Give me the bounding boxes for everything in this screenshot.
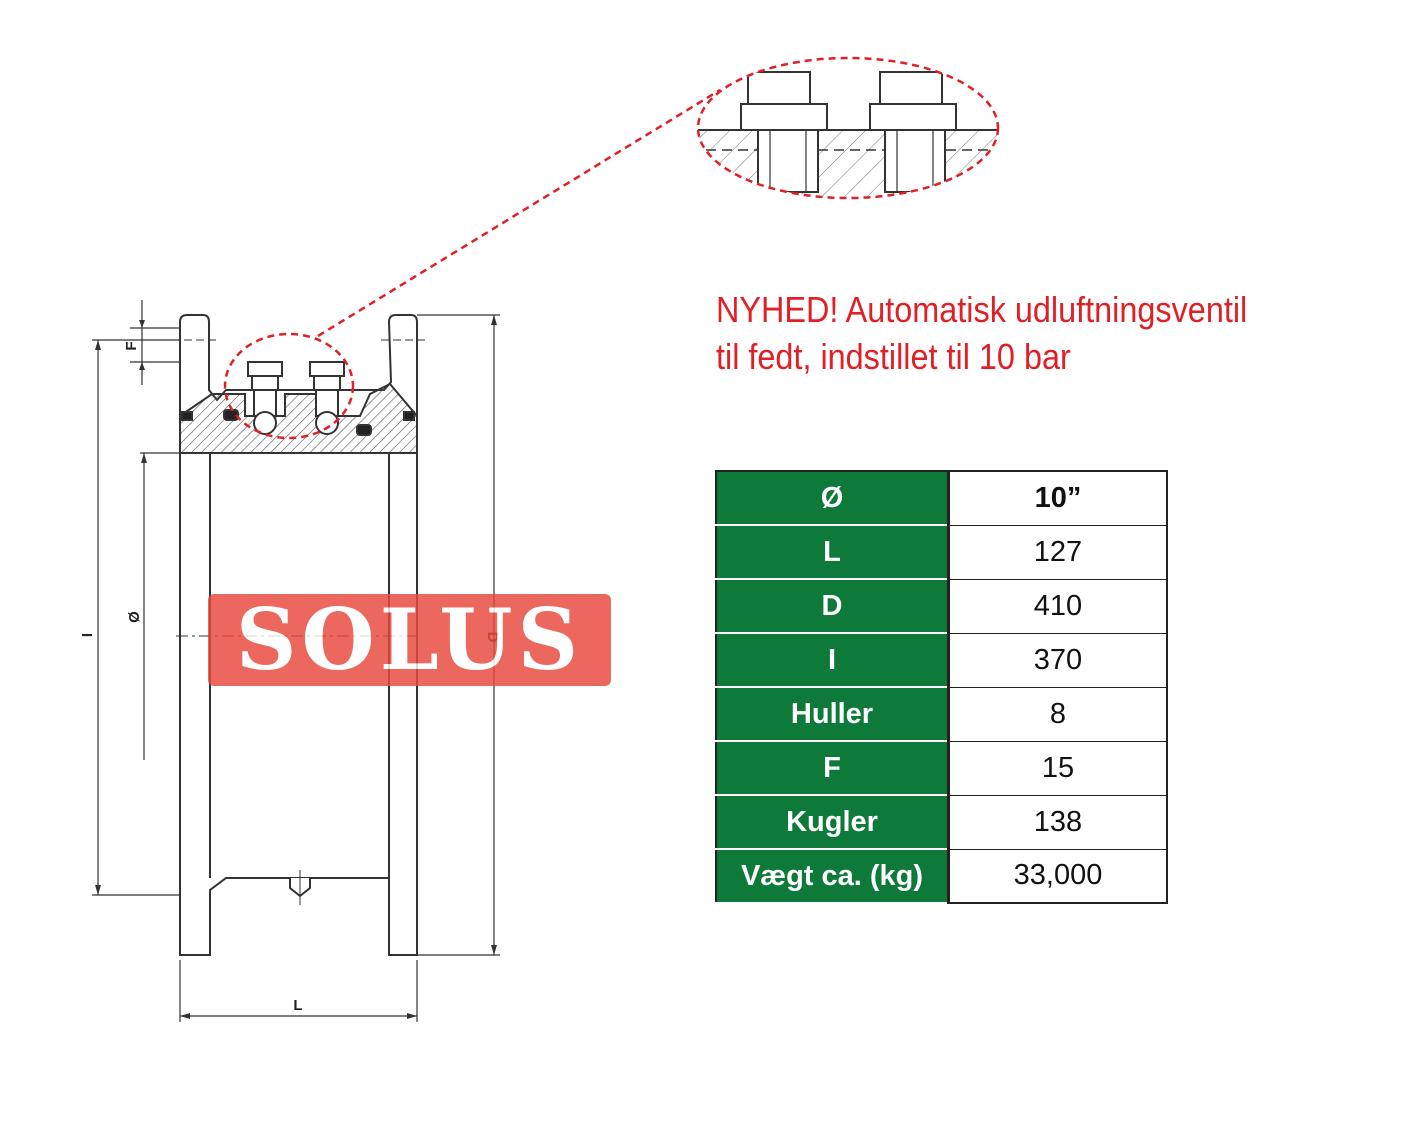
spec-value: 127 xyxy=(948,524,1168,580)
spec-key: I xyxy=(715,632,950,688)
spec-key: Vægt ca. (kg) xyxy=(715,848,950,904)
table-row: Vægt ca. (kg)33,000 xyxy=(715,848,1168,904)
headline-line-1: NYHED! Automatisk udluftningsventil xyxy=(716,289,1248,330)
spec-key: L xyxy=(715,524,950,580)
spec-value: 8 xyxy=(948,686,1168,742)
spec-value: 10” xyxy=(948,470,1168,526)
watermark-text: SOLUS xyxy=(235,590,584,689)
dim-label-f: F xyxy=(123,341,140,350)
detail-zoom xyxy=(696,56,1000,200)
spec-value: 410 xyxy=(948,578,1168,634)
headline-line-2: til fedt, indstillet til 10 bar xyxy=(716,336,1071,377)
dimension-arrows xyxy=(95,315,497,1019)
dim-label-l: L xyxy=(293,997,302,1014)
dim-label-i: I xyxy=(79,633,96,637)
spec-key: Huller xyxy=(715,686,950,742)
detail-callout xyxy=(223,88,721,440)
watermark-logo: SOLUS xyxy=(208,594,611,686)
dim-label-diameter: Ø xyxy=(126,611,143,623)
spec-value: 33,000 xyxy=(948,848,1168,904)
spec-key: D xyxy=(715,578,950,634)
headline: NYHED! Automatisk udluftningsventil til … xyxy=(716,286,1319,380)
spec-key: F xyxy=(715,740,950,796)
spec-key: Ø xyxy=(715,470,950,526)
spec-value: 370 xyxy=(948,632,1168,688)
spec-value: 15 xyxy=(948,740,1168,796)
spec-value: 138 xyxy=(948,794,1168,850)
spec-key: Kugler xyxy=(715,794,950,850)
